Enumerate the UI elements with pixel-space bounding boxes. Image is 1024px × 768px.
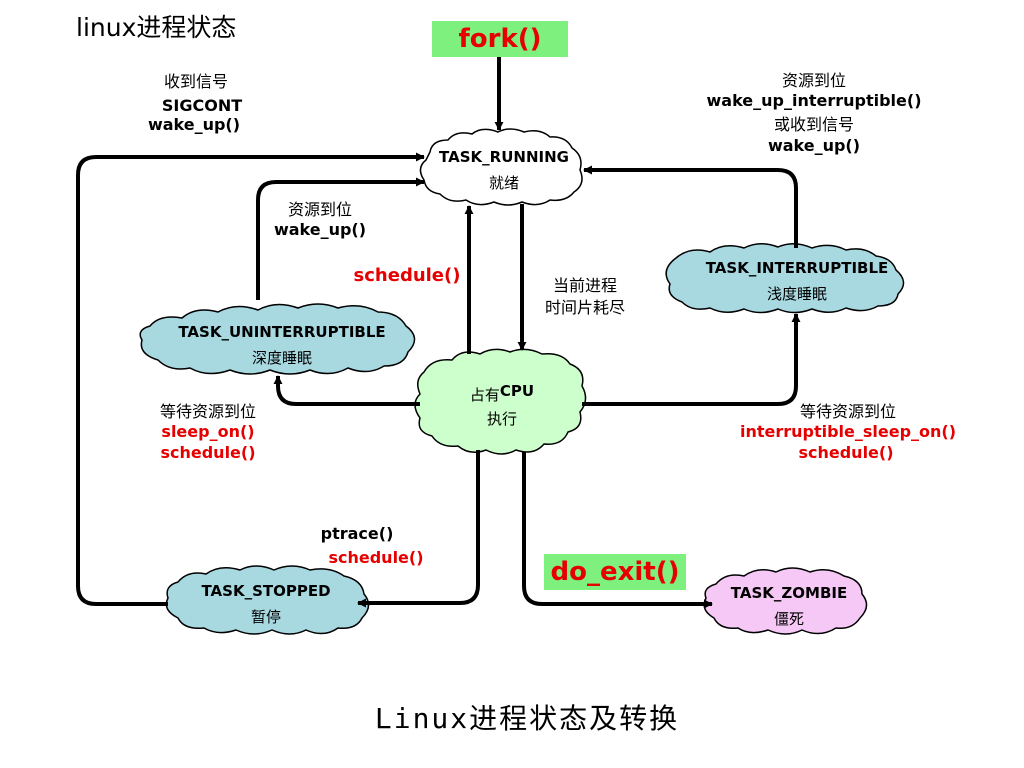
interruptible-title: TASK_INTERRUPTIBLE (705, 259, 889, 277)
cloud-shape-running (419, 128, 583, 206)
node-task-uninterruptible (139, 303, 416, 375)
stopped-title: TASK_STOPPED (201, 582, 331, 600)
schedule-to-cpu-label: schedule() (353, 265, 461, 286)
uninterruptible-title: TASK_UNINTERRUPTIBLE (178, 323, 386, 341)
arrow-uninterruptible-to-running (256, 177, 425, 300)
uninterruptible-wake-line1: 资源到位 (287, 200, 353, 219)
arrow-cpu-to-uninterruptible (273, 375, 420, 406)
sleep-on-line1: 等待资源到位 (159, 402, 257, 421)
timeslice-line1: 当前进程 (552, 276, 618, 295)
arrow-stopped-to-running (76, 152, 425, 606)
sigcont-line3: wake_up() (147, 115, 241, 134)
arrow-cpu-to-interruptible (582, 313, 801, 406)
running-title: TASK_RUNNING (439, 148, 569, 166)
interruptible-wake-line4: wake_up() (767, 136, 861, 155)
cloud-shape-uninterruptible (139, 303, 416, 375)
arrow-cpu-to-zombie (522, 452, 713, 609)
interruptible-sleep-on-line2: interruptible_sleep_on() (739, 422, 957, 441)
interruptible-sleep-on-line3: schedule() (798, 443, 894, 462)
interruptible-wake-line2: wake_up_interruptible() (706, 91, 922, 110)
page-title: linux进程状态 (76, 13, 237, 42)
sigcont-line1: 收到信号 (163, 72, 229, 91)
sleep-on-line2: sleep_on() (161, 422, 255, 441)
cpu-title-prefix: 占有 (469, 386, 500, 404)
node-task-zombie (703, 567, 868, 635)
interruptible-subtitle: 浅度睡眠 (766, 285, 828, 303)
cloud-shape-zombie (703, 567, 868, 635)
timeslice-line2: 时间片耗尽 (544, 298, 626, 317)
uninterruptible-subtitle: 深度睡眠 (251, 349, 313, 367)
do-exit-label: do_exit() (544, 554, 686, 590)
cloud-shape-cpu (414, 348, 587, 455)
interruptible-wake-line3: 或收到信号 (773, 115, 855, 134)
interruptible-wake-line1: 资源到位 (781, 71, 847, 90)
zombie-subtitle: 僵死 (773, 610, 805, 628)
sigcont-line2: SIGCONT (161, 96, 243, 115)
sleep-on-line3: schedule() (160, 443, 256, 462)
arrow-cpu-to-stopped (357, 450, 480, 608)
cpu-title: 占有CPU (469, 382, 535, 405)
uninterruptible-wake-line2: wake_up() (273, 220, 367, 239)
fork-label: fork() (432, 21, 568, 57)
node-task-interruptible (665, 243, 905, 314)
cloud-shape-stopped (165, 565, 370, 635)
cpu-subtitle: 执行 (486, 410, 518, 428)
arrow-interruptible-to-running (583, 165, 798, 248)
cpu-title-suffix: CPU (499, 382, 535, 400)
ptrace-line2: schedule() (328, 548, 424, 567)
node-cpu (414, 348, 587, 455)
stopped-subtitle: 暂停 (250, 608, 282, 626)
node-task-running (419, 128, 583, 206)
running-subtitle: 就绪 (488, 174, 520, 192)
zombie-title: TASK_ZOMBIE (730, 584, 848, 602)
interruptible-sleep-on-line1: 等待资源到位 (799, 402, 897, 421)
diagram-caption: Linux进程状态及转换 (374, 702, 680, 735)
ptrace-line1: ptrace() (320, 524, 394, 543)
node-task-stopped (165, 565, 370, 635)
cloud-shape-interruptible (665, 243, 905, 314)
